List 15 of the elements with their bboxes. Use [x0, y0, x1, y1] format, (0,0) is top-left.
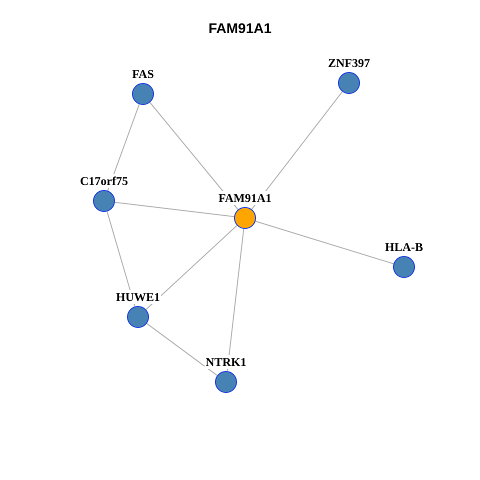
node-label: HUWE1	[115, 290, 161, 304]
node-label: HLA-B	[384, 240, 424, 254]
edge-line	[255, 220, 394, 264]
edge-line	[150, 102, 238, 210]
edge-line	[114, 202, 235, 218]
edge-line	[226, 228, 244, 372]
node-label: FAM91A1	[217, 191, 273, 205]
edge-line	[146, 323, 218, 376]
node-label: ZNF397	[327, 56, 371, 70]
diagram-title: FAM91A1	[208, 20, 272, 36]
node-label: NTRK1	[204, 355, 248, 369]
edge-line	[251, 91, 343, 210]
node-label: C17orf75	[79, 174, 129, 188]
node-label: FAS	[131, 67, 155, 81]
edge-line	[146, 224, 238, 310]
